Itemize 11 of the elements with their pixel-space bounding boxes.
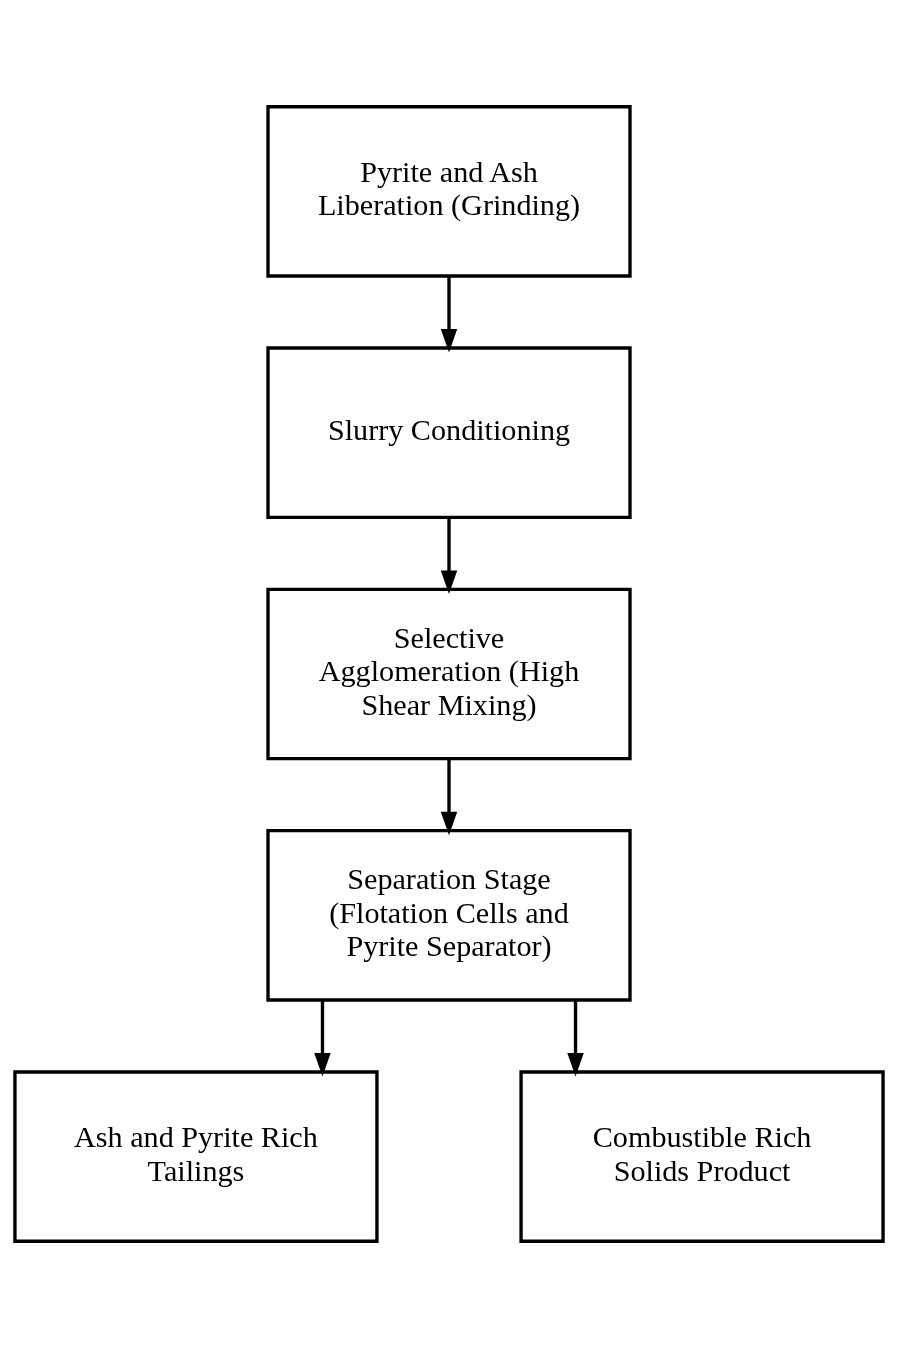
- arrow: [440, 517, 458, 594]
- node-box: Separation Stage (Flotation Cells and Pyrite Separator): [266, 829, 632, 1002]
- node-box: Combustible Rich Solids Product: [519, 1070, 885, 1243]
- node-box: Slurry Conditioning: [266, 346, 632, 519]
- arrow: [567, 1000, 584, 1077]
- arrow: [440, 276, 458, 353]
- node-box: Pyrite and Ash Liberation (Grinding): [266, 105, 632, 278]
- node-box: Ash and Pyrite Rich Tailings: [13, 1070, 379, 1243]
- arrow: [440, 759, 458, 836]
- node-box: Selective Agglomeration (High Shear Mixing): [266, 587, 632, 761]
- arrow: [314, 1000, 331, 1077]
